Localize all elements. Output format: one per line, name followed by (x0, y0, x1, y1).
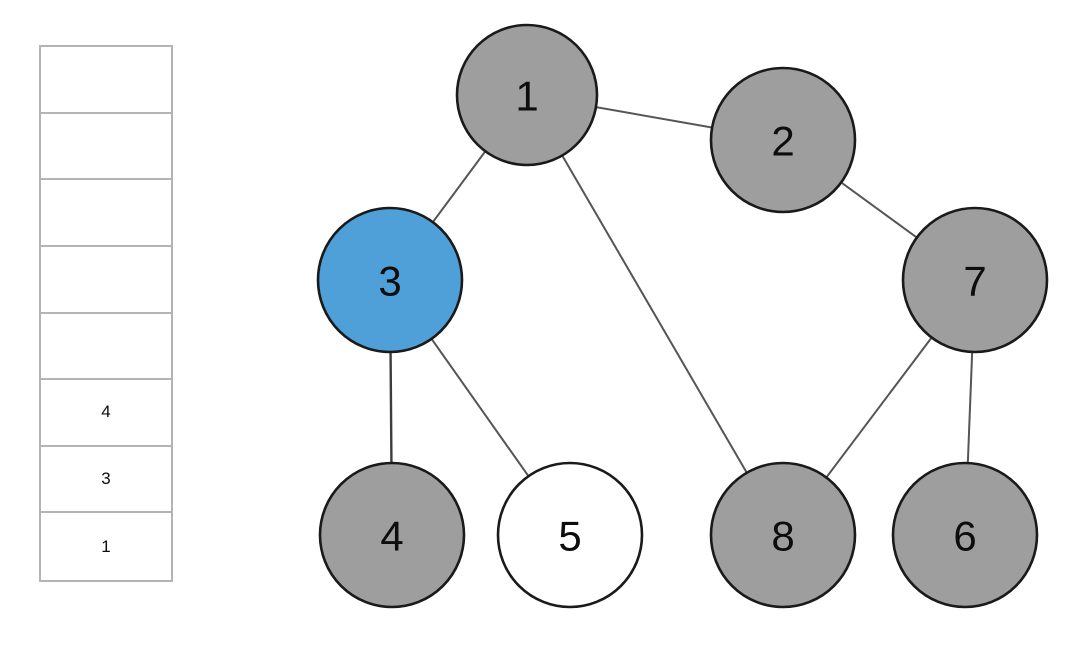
stack-cell-3[interactable] (41, 247, 171, 314)
node-circle-8[interactable] (709, 461, 857, 609)
graph-node-5[interactable]: 5 (496, 461, 644, 609)
node-circle-3[interactable] (316, 206, 464, 354)
node-circle-5[interactable] (496, 461, 644, 609)
stack-cell-5[interactable]: 4 (41, 380, 171, 447)
stack-cell-value: 4 (101, 402, 111, 422)
graph-node-2[interactable]: 2 (709, 66, 857, 214)
stack-cell-1[interactable] (41, 114, 171, 181)
stack-cell-4[interactable] (41, 314, 171, 381)
graph-node-6[interactable]: 6 (891, 461, 1039, 609)
graph-node-4[interactable]: 4 (318, 461, 466, 609)
stack-cell-6[interactable]: 3 (41, 447, 171, 514)
node-circle-1[interactable] (455, 23, 599, 167)
stack-cell-value: 1 (101, 536, 111, 556)
stack-cell-value: 3 (101, 469, 111, 489)
node-circle-6[interactable] (891, 461, 1039, 609)
node-circle-7[interactable] (901, 206, 1049, 354)
stack-cell-7[interactable]: 1 (41, 513, 171, 580)
edge-layer (388, 94, 976, 536)
node-circle-4[interactable] (318, 461, 466, 609)
stack-panel: 4 3 1 (39, 45, 173, 582)
node-circle-2[interactable] (709, 66, 857, 214)
stack-cell-0[interactable] (41, 47, 171, 114)
graph-node-3[interactable]: 3 (316, 206, 464, 354)
graph-node-7[interactable]: 7 (901, 206, 1049, 354)
graph-edge-1-8 (526, 94, 784, 536)
graph-node-8[interactable]: 8 (709, 461, 857, 609)
graph-node-1[interactable]: 1 (455, 23, 599, 167)
stack-cell-2[interactable] (41, 180, 171, 247)
